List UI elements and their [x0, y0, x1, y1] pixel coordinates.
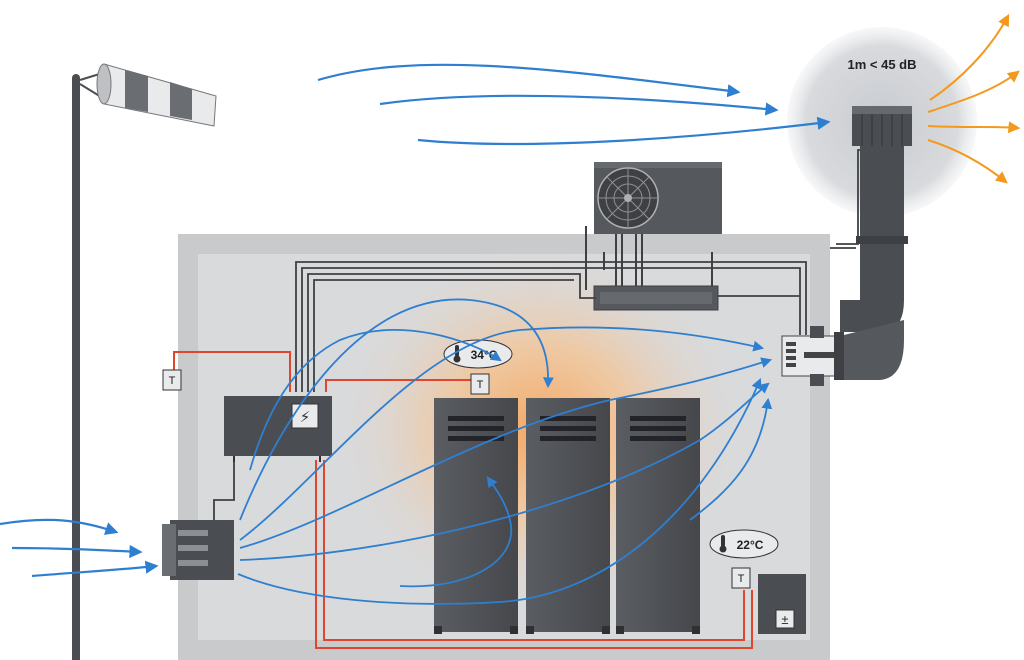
equipment-cabinet-3: [616, 398, 700, 634]
dc-power-unit: ±: [758, 574, 806, 634]
svg-text:T: T: [169, 375, 176, 387]
fan-icon: [597, 167, 659, 229]
outdoor-ac-unit: [594, 162, 722, 234]
intake-flow-arrows: [0, 518, 159, 578]
thermometer-icon: [719, 535, 727, 553]
outdoor-temp-sensor: T: [162, 369, 182, 391]
svg-text:T: T: [477, 379, 484, 391]
equipment-cabinet-2: [526, 398, 610, 634]
lightning-icon: ⚡: [300, 409, 311, 426]
exhaust-damper: [781, 326, 841, 386]
control-wiring: [213, 149, 866, 520]
hot-temp-sensor: T: [470, 373, 490, 395]
equipment-cabinet-1: [434, 398, 518, 634]
svg-text:22°C: 22°C: [737, 538, 764, 552]
windsock-icon: [72, 63, 217, 660]
cool-temp-badge: 22°C: [709, 529, 779, 559]
wind-flow-arrows: [317, 63, 831, 146]
exhaust-chimney: [834, 106, 912, 380]
internal-airflow-arrows: [237, 298, 773, 605]
cool-temp-sensor: T: [731, 567, 751, 589]
plus-minus-icon: ±: [781, 612, 788, 627]
svg-text:T: T: [738, 573, 745, 585]
noise-level-label: 1m < 45 dB: [847, 57, 916, 72]
exhaust-flow-arrows: [927, 13, 1021, 184]
intake-louver: [162, 520, 234, 580]
control-box: ⚡: [224, 396, 332, 462]
